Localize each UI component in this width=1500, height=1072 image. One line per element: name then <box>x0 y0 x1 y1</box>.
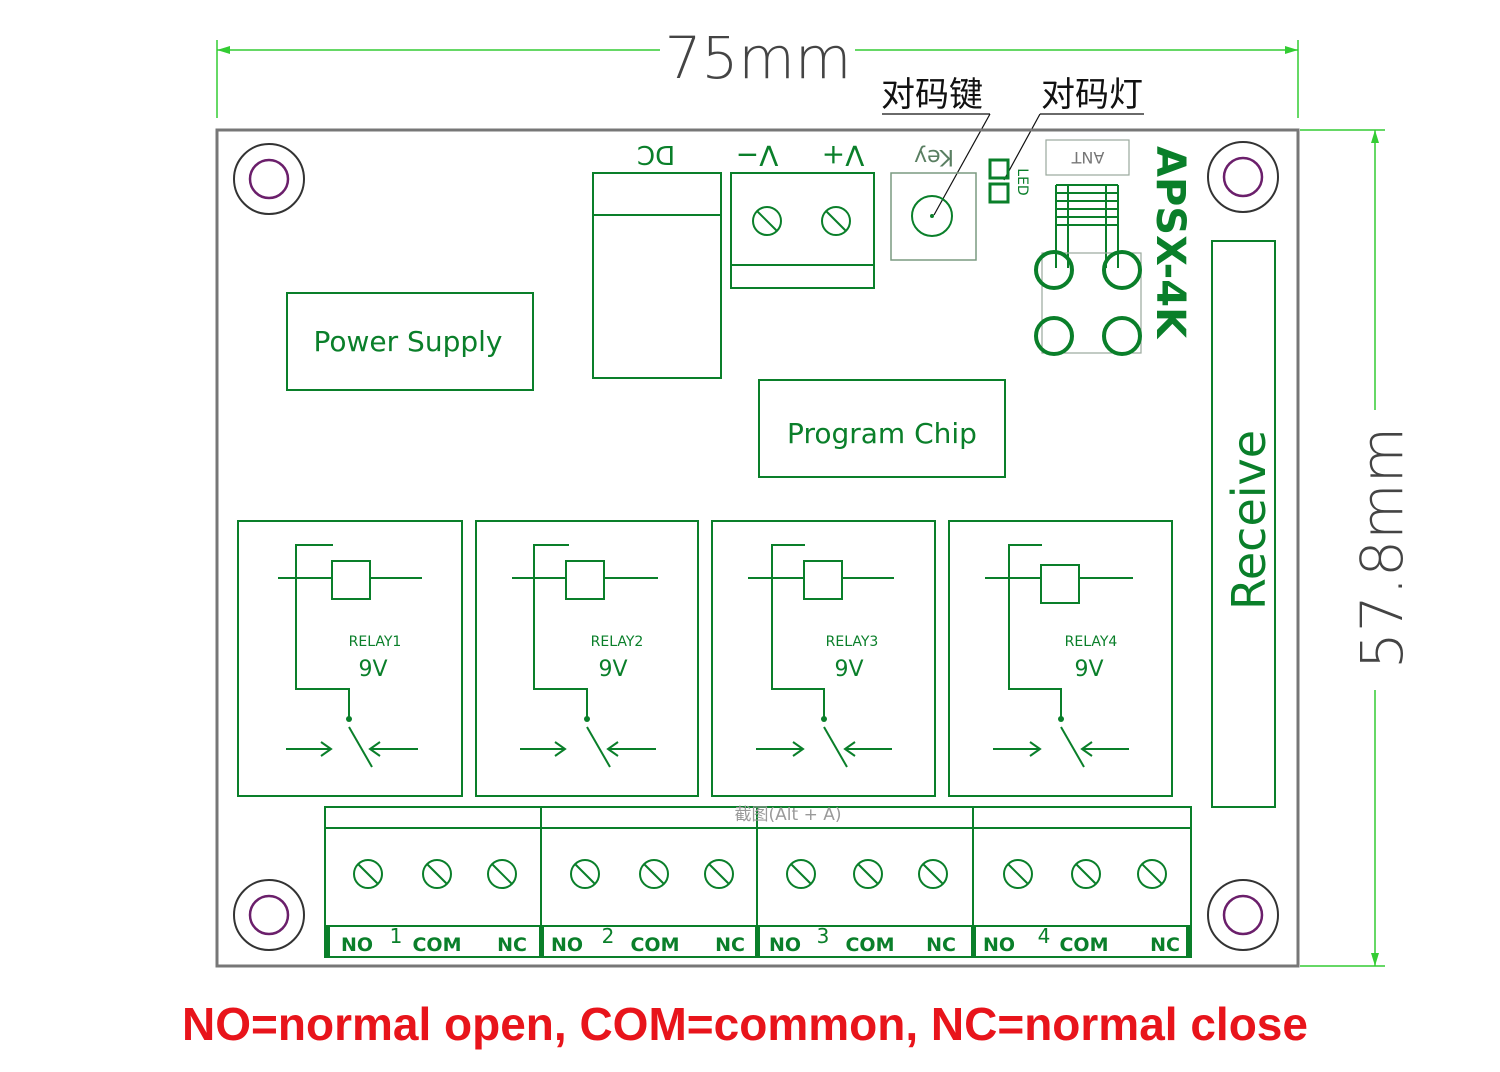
screw-1-com <box>422 859 452 889</box>
terminal-2-no-label: NO <box>551 934 583 956</box>
power-supply-block: Power Supply <box>286 292 534 391</box>
relay-1: RELAY1 9V <box>237 520 463 797</box>
mounting-hole-top-right <box>1207 141 1279 213</box>
dc-label: DC <box>637 139 675 169</box>
terminal-4-number: 4 <box>1038 924 1051 948</box>
relay-2: RELAY2 9V <box>475 520 699 797</box>
pairing-led-callout: 对码灯 <box>1003 75 1144 181</box>
screw-v-plus <box>821 206 851 236</box>
antenna-coil: ANT <box>1034 139 1142 356</box>
ant-label: ANT <box>1071 148 1104 167</box>
relay-4-label: RELAY4 <box>1065 634 1118 650</box>
model-label: APSX-4K <box>1147 146 1193 340</box>
height-dimension: 57.8mm <box>1300 129 1416 967</box>
program-chip-label: Program Chip <box>787 417 977 450</box>
terminal-3-number: 3 <box>817 924 830 948</box>
output-terminal-strip <box>324 806 1192 958</box>
pcb-board-outline <box>215 128 1300 968</box>
terminal-2-com-label: COM <box>630 934 679 956</box>
power-terminal: V− V+ <box>730 139 875 289</box>
relay-3: RELAY3 9V <box>711 520 936 797</box>
mounting-hole-bottom-left <box>233 879 305 951</box>
screw-4-nc <box>1137 859 1167 889</box>
led-label: LED <box>1014 168 1030 195</box>
width-label: 75mm <box>665 24 852 92</box>
mounting-hole-bottom-right <box>1207 879 1279 951</box>
pairing-key-label: 对码键 <box>881 75 983 115</box>
receive-label: Receive <box>1222 430 1276 610</box>
relay-3-voltage: 9V <box>834 657 863 682</box>
pairing-led-label: 对码灯 <box>1041 75 1143 115</box>
screw-2-nc <box>704 859 734 889</box>
terminal-3-com-label: COM <box>845 934 894 956</box>
height-label: 57.8mm <box>1348 427 1416 669</box>
v-plus-label: V+ <box>822 139 865 172</box>
terminal-4-nc-label: NC <box>1150 934 1180 956</box>
relay-1-voltage: 9V <box>358 657 387 682</box>
screw-2-com <box>639 859 669 889</box>
relay-4-voltage: 9V <box>1074 657 1103 682</box>
pairing-key-callout: 对码键 <box>881 75 991 216</box>
terminal-block-4: NO 4 COM NC <box>983 859 1180 956</box>
terminal-1-nc-label: NC <box>497 934 527 956</box>
relay-2-label: RELAY2 <box>591 634 644 650</box>
pairing-led: LED <box>988 158 1030 204</box>
screw-3-nc <box>918 859 948 889</box>
terminal-1-com-label: COM <box>412 934 461 956</box>
terminal-1-number: 1 <box>390 924 403 948</box>
v-minus-label: V− <box>736 139 779 172</box>
screw-4-no <box>1003 859 1033 889</box>
receive-module: Receive <box>1211 240 1276 808</box>
terminal-4-com-label: COM <box>1059 934 1108 956</box>
terminal-block-1: NO 1 COM NC <box>341 859 527 956</box>
dc-jack: DC <box>592 139 722 379</box>
screenshot-watermark: 截图(Alt + A) <box>735 805 842 825</box>
screw-1-nc <box>487 859 517 889</box>
relay-4: RELAY4 9V <box>948 520 1173 797</box>
screw-3-com <box>853 859 883 889</box>
relay-3-label: RELAY3 <box>826 634 879 650</box>
terminal-2-number: 2 <box>602 924 615 948</box>
terminal-legend: NO=normal open, COM=common, NC=normal cl… <box>182 998 1308 1050</box>
terminal-3-no-label: NO <box>769 934 801 956</box>
key-label: Key <box>914 144 954 169</box>
pairing-key-button: Key <box>890 144 977 261</box>
power-supply-label: Power Supply <box>314 325 503 358</box>
mounting-hole-top-left <box>233 143 305 215</box>
program-chip-block: Program Chip <box>758 379 1006 478</box>
width-dimension: 75mm <box>216 24 1299 118</box>
screw-1-no <box>353 859 383 889</box>
relay-1-label: RELAY1 <box>349 634 402 650</box>
screw-2-no <box>570 859 600 889</box>
screw-v-minus <box>752 206 782 236</box>
screw-3-no <box>786 859 816 889</box>
relay-2-voltage: 9V <box>598 657 627 682</box>
terminal-block-2: NO 2 COM NC <box>551 859 745 956</box>
terminal-2-nc-label: NC <box>715 934 745 956</box>
terminal-1-no-label: NO <box>341 934 373 956</box>
terminal-block-3: NO 3 COM NC <box>769 859 956 956</box>
screw-4-com <box>1071 859 1101 889</box>
terminal-4-no-label: NO <box>983 934 1015 956</box>
terminal-3-nc-label: NC <box>926 934 956 956</box>
